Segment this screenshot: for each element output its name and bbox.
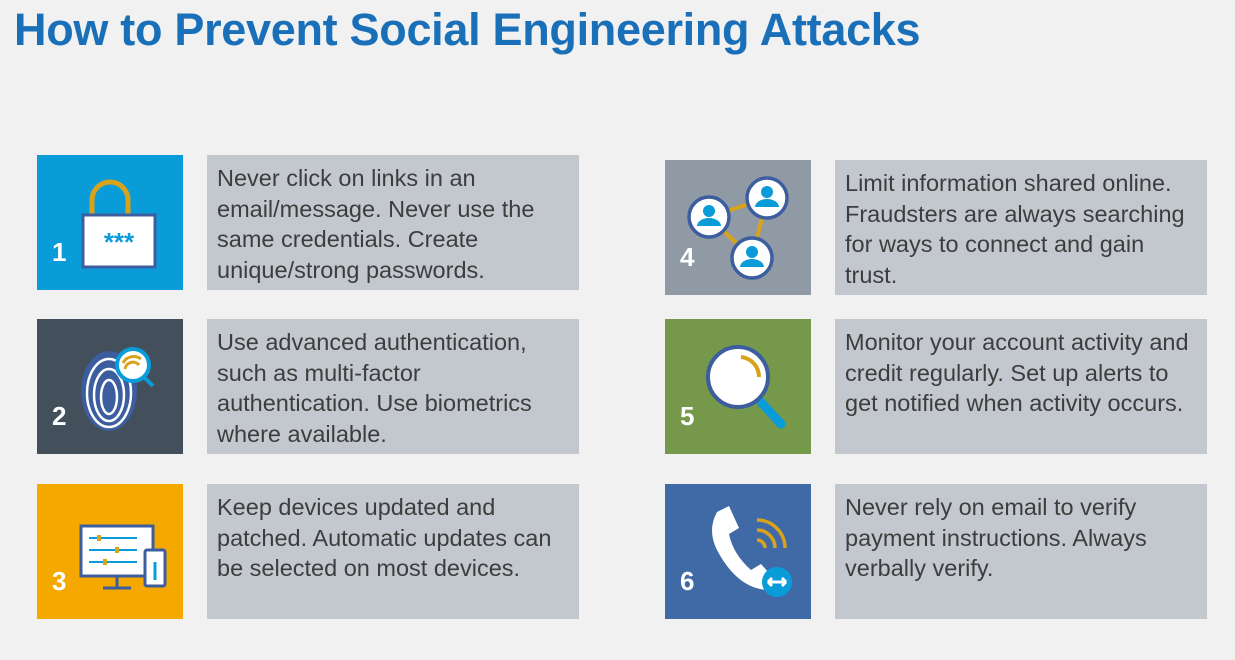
tip-3-icon-tile: 3 [37, 484, 183, 619]
tip-1-text: Never click on links in an email/message… [207, 155, 579, 290]
svg-text:***: *** [104, 227, 135, 257]
page-title: How to Prevent Social Engineering Attack… [14, 4, 921, 55]
tip-6-icon-tile: 6 [665, 484, 811, 619]
tip-4-text: Limit information shared online. Fraudst… [835, 160, 1207, 295]
magnifier-icon [706, 345, 786, 429]
tip-2-text: Use advanced authentication, such as mul… [207, 319, 579, 454]
connected-people-icon [687, 176, 789, 280]
tip-6-text: Never rely on email to verify payment in… [835, 484, 1207, 619]
tip-number: 2 [52, 401, 67, 431]
tip-number: 6 [680, 566, 695, 596]
fingerprint-search-icon [81, 347, 155, 431]
tip-5-text: Monitor your account activity and credit… [835, 319, 1207, 454]
tip-5-icon-tile: 5 [665, 319, 811, 454]
padlock-password-icon: *** [81, 179, 157, 269]
tip-number: 5 [680, 401, 695, 431]
tip-4-icon-tile: 4 [665, 160, 811, 295]
tip-1-icon-tile: *** 1 [37, 155, 183, 290]
phone-call-icon [712, 506, 792, 597]
tip-number: 3 [52, 566, 67, 596]
tip-number: 4 [680, 242, 695, 272]
devices-update-icon [79, 524, 167, 590]
tip-3-text: Keep devices updated and patched. Automa… [207, 484, 579, 619]
tip-number: 1 [52, 237, 67, 267]
tip-2-icon-tile: 2 [37, 319, 183, 454]
